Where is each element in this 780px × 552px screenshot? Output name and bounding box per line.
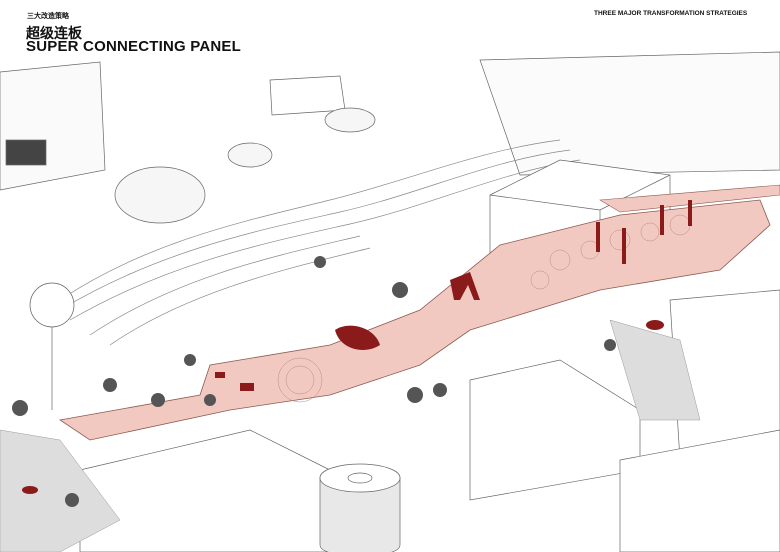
building-right-lower (619, 429, 780, 552)
building-tall-left (0, 61, 106, 191)
dark-facade (5, 139, 47, 166)
contour-lines (59, 139, 581, 346)
building-top-right (479, 51, 780, 176)
red-sculptures (22, 200, 692, 494)
section-label-cn: 三大改造策略 (27, 13, 69, 20)
dome-pavilion (114, 166, 206, 224)
connecting-deck (58, 199, 771, 441)
trees (12, 256, 616, 507)
water-tower (29, 282, 75, 328)
building-front-left (79, 429, 331, 552)
building-front-mid (469, 359, 641, 501)
gravel-ground (0, 319, 701, 552)
section-label-en: THREE MAJOR TRANSFORMATION STRATEGIES (594, 10, 748, 17)
building-top-mid (269, 75, 346, 116)
page-title-en: SUPER CONNECTING PANEL (26, 38, 241, 55)
page-title-cn: 超级连板 (26, 25, 82, 41)
